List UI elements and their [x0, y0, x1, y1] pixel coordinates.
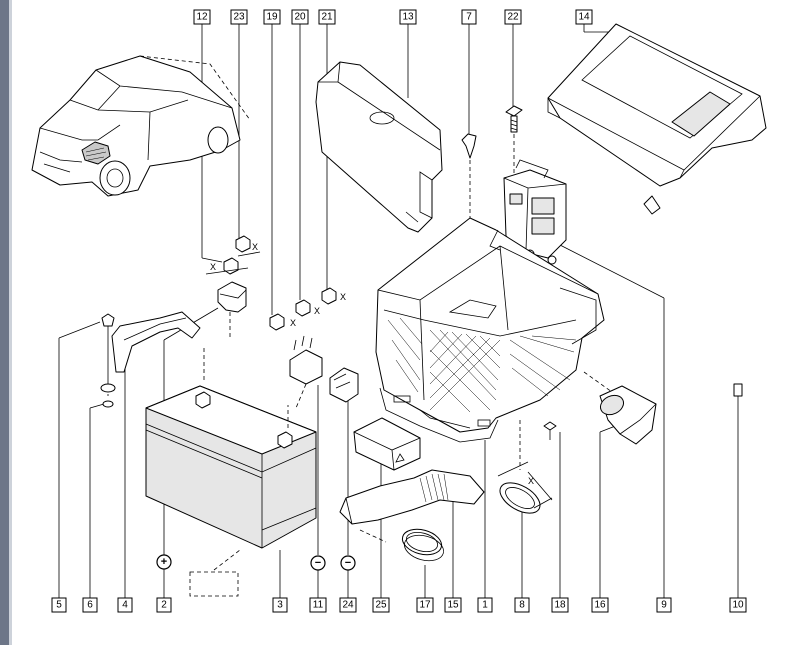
svg-text:21: 21	[321, 12, 333, 23]
callout-16: 16	[591, 597, 609, 613]
svg-text:X: X	[290, 318, 296, 328]
part-24-connector	[329, 367, 359, 403]
callout-6: 6	[82, 597, 98, 613]
part-8-seal-ring: X	[497, 461, 553, 514]
part-22-screw	[505, 105, 523, 175]
svg-text:24: 24	[342, 600, 354, 611]
vehicle-location-inset	[31, 55, 251, 197]
callout-11: 11	[309, 597, 327, 613]
callout-21: 21	[318, 9, 336, 25]
part-4-battery-strap	[111, 311, 201, 373]
positive-terminal-symbol: +	[156, 554, 172, 570]
svg-text:8: 8	[519, 600, 525, 611]
callout-14: 14	[575, 9, 593, 25]
part-1-battery-tray	[375, 217, 613, 470]
svg-text:5: 5	[56, 600, 62, 611]
window-left-border-inner	[9, 0, 12, 645]
part-17-hose-clamp	[401, 528, 444, 562]
part-5-bolt	[101, 313, 115, 396]
svg-text:1: 1	[482, 600, 488, 611]
svg-text:15: 15	[447, 600, 459, 611]
part-15-intake-hose	[339, 469, 485, 543]
part-6-washer	[100, 383, 116, 408]
callout-12: 12	[193, 9, 211, 25]
svg-text:6: 6	[87, 600, 93, 611]
callout-2: 2	[156, 597, 172, 613]
part-13-cover-panel	[315, 61, 443, 233]
svg-text:9: 9	[661, 600, 667, 611]
svg-text:23: 23	[233, 12, 245, 23]
svg-text:12: 12	[196, 12, 208, 23]
svg-text:−: −	[345, 557, 351, 569]
callout-24: 24	[339, 597, 357, 613]
negative-terminal-symbol-11: −	[310, 555, 326, 571]
svg-text:X: X	[210, 262, 216, 272]
callout-5: 5	[51, 597, 67, 613]
callout-18: 18	[551, 597, 569, 613]
part-2-positive-terminal: X X	[205, 235, 261, 340]
callout-10: 10	[729, 597, 747, 613]
callout-9: 9	[656, 597, 672, 613]
svg-text:20: 20	[294, 12, 306, 23]
part-16-air-duct	[599, 385, 657, 445]
svg-text:22: 22	[507, 12, 519, 23]
svg-text:X: X	[252, 242, 258, 252]
svg-text:4: 4	[122, 600, 128, 611]
svg-text:3: 3	[277, 600, 283, 611]
svg-text:7: 7	[466, 12, 472, 23]
part-18-screw	[543, 421, 557, 440]
svg-text:2: 2	[161, 600, 167, 611]
svg-text:16: 16	[594, 600, 606, 611]
callout-17: 17	[416, 597, 434, 613]
svg-text:17: 17	[419, 600, 431, 611]
part-10-cable	[643, 195, 743, 397]
svg-text:11: 11	[313, 600, 324, 611]
callout-25: 25	[372, 597, 390, 613]
part-3-battery	[145, 345, 317, 597]
svg-text:18: 18	[554, 600, 566, 611]
negative-terminal-symbol-24: −	[340, 555, 356, 571]
svg-text:X: X	[528, 476, 534, 486]
svg-text:X: X	[340, 292, 346, 302]
svg-text:25: 25	[375, 600, 387, 611]
callout-3: 3	[272, 597, 288, 613]
callout-7: 7	[461, 9, 477, 25]
svg-text:−: −	[315, 557, 321, 569]
svg-text:X: X	[314, 306, 320, 316]
svg-text:19: 19	[266, 12, 278, 23]
callout-15: 15	[444, 597, 462, 613]
callout-13: 13	[399, 9, 417, 25]
svg-text:10: 10	[732, 600, 744, 611]
part-11-negative-terminal: X X X	[269, 287, 346, 409]
callout-1: 1	[477, 597, 493, 613]
callout-4: 4	[117, 597, 133, 613]
callout-8: 8	[514, 597, 530, 613]
callout-20: 20	[291, 9, 309, 25]
callout-19: 19	[263, 9, 281, 25]
svg-text:14: 14	[578, 12, 590, 23]
part-25-module	[353, 417, 421, 471]
svg-text:+: +	[161, 556, 167, 568]
callout-22: 22	[504, 9, 522, 25]
svg-text:13: 13	[402, 12, 414, 23]
part-14-battery-lid	[547, 23, 767, 187]
window-left-border	[0, 0, 9, 645]
callout-23: 23	[230, 9, 248, 25]
